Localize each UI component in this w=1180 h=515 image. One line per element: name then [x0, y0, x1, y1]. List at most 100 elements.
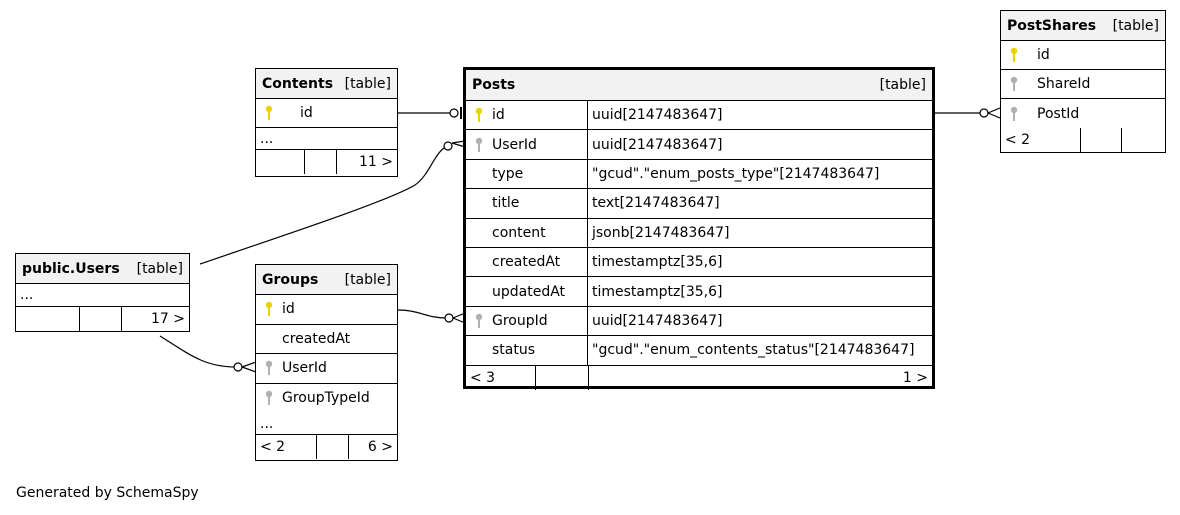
column-type: "gcud"."enum_posts_type"[2147483647] [592, 165, 880, 182]
table-users[interactable]: public.Users [table] ... 17 > [15, 253, 190, 332]
table-name: Posts [472, 77, 516, 93]
column-type: text[2147483647] [592, 195, 720, 212]
column-row[interactable]: type "gcud"."enum_posts_type"[2147483647] [466, 159, 932, 190]
footer-right: 17 > [151, 311, 185, 327]
primary-key-icon [256, 301, 282, 317]
column-name-cell: type [466, 159, 588, 189]
table-kind: [table] [1112, 17, 1159, 34]
ellipsis-row: ... [256, 413, 397, 435]
table-kind: [table] [136, 260, 183, 277]
table-contents[interactable]: Contents [table] id ... 11 > [255, 68, 398, 177]
foreign-key-icon [256, 360, 282, 376]
edge-posts-postshares-crow [987, 107, 1001, 119]
edge-groups-posts-circle [444, 313, 454, 323]
ellipsis: ... [260, 130, 274, 147]
column-name-cell: status [466, 336, 588, 365]
table-header: Contents [table] [256, 69, 397, 99]
column-name: GroupTypeId [282, 390, 370, 407]
table-header: PostShares [table] [1001, 11, 1165, 41]
table-footer: 17 > [16, 307, 189, 331]
footer-left: < 2 [256, 435, 317, 459]
column-row[interactable]: id uuid[2147483647] [466, 101, 932, 131]
footer-mid [80, 307, 122, 331]
column-name: title [492, 195, 520, 212]
table-name: Contents [262, 75, 334, 92]
column-name: updatedAt [492, 283, 566, 300]
column-row[interactable]: id [256, 99, 397, 128]
column-name: ShareId [1037, 76, 1091, 92]
edge-users-groups [159, 335, 237, 368]
ellipsis-row: ... [16, 284, 189, 307]
column-row[interactable]: createdAt [256, 325, 397, 354]
column-name-cell: GroupId [466, 306, 588, 336]
column-type: timestamptz[35,6] [592, 254, 723, 271]
column-name: createdAt [282, 330, 351, 347]
column-type: "gcud"."enum_contents_status"[2147483647… [592, 342, 915, 359]
column-row[interactable]: UserId [256, 354, 397, 384]
column-type: uuid[2147483647] [592, 107, 723, 124]
column-name-cell: createdAt [466, 247, 588, 277]
footer-left [16, 307, 80, 331]
table-footer: < 3 1 > [466, 365, 932, 390]
edge-users-posts [199, 145, 449, 265]
column-name: id [1037, 47, 1050, 63]
column-name: UserId [282, 360, 327, 377]
table-kind: [table] [344, 75, 391, 92]
footer-right: 6 > [367, 439, 393, 455]
column-name: content [492, 224, 546, 241]
footer-mid [305, 150, 337, 174]
column-name: id [300, 105, 313, 121]
column-name: PostId [1037, 105, 1080, 122]
ellipsis: ... [260, 415, 274, 432]
column-row[interactable]: GroupTypeId [256, 384, 397, 414]
footer-right: 1 > [902, 369, 928, 386]
column-row[interactable]: UserId uuid[2147483647] [466, 130, 932, 160]
column-type: uuid[2147483647] [592, 312, 723, 329]
footer-right [1122, 128, 1165, 152]
table-kind: [table] [879, 77, 926, 93]
column-row[interactable]: id [1001, 41, 1165, 70]
column-type: timestamptz[35,6] [592, 283, 723, 300]
ellipsis: ... [20, 287, 34, 303]
edge-users-groups-circle [233, 362, 243, 372]
foreign-key-icon [1001, 76, 1027, 92]
column-type: jsonb[2147483647] [592, 224, 730, 241]
edge-users-groups-crow [241, 361, 257, 373]
column-name: createdAt [492, 254, 561, 271]
column-row[interactable]: ShareId [1001, 70, 1165, 99]
column-row[interactable]: GroupId uuid[2147483647] [466, 306, 932, 337]
footer-mid [536, 365, 589, 390]
column-row[interactable]: PostId [1001, 99, 1165, 128]
table-header: public.Users [table] [16, 254, 189, 284]
column-name: status [492, 342, 536, 359]
column-name: type [492, 165, 524, 182]
table-header: Posts [table] [466, 70, 932, 101]
table-posts[interactable]: Posts [table] id uuid[2147483647] UserId uu… [463, 67, 935, 390]
column-row[interactable]: title text[2147483647] [466, 189, 932, 219]
column-row[interactable]: status "gcud"."enum_contents_status"[2147… [466, 336, 932, 366]
column-name: id [492, 107, 505, 124]
table-header: Groups [table] [256, 265, 397, 295]
column-row[interactable]: id [256, 295, 397, 325]
table-name: public.Users [22, 260, 120, 277]
footer-left [256, 150, 305, 174]
column-row[interactable]: updatedAt timestamptz[35,6] [466, 277, 932, 307]
column-row[interactable]: content jsonb[2147483647] [466, 218, 932, 248]
edge-users-posts-circle [443, 141, 453, 151]
foreign-key-icon [1001, 106, 1027, 122]
column-type: uuid[2147483647] [592, 136, 723, 153]
column-name-cell: content [466, 218, 588, 247]
foreign-key-icon [466, 137, 492, 153]
foreign-key-icon [466, 313, 492, 329]
primary-key-icon [256, 105, 282, 121]
column-row[interactable]: createdAt timestamptz[35,6] [466, 247, 932, 278]
primary-key-icon [466, 107, 492, 123]
column-name: UserId [492, 136, 537, 153]
edge-contents-posts-circle [449, 108, 459, 118]
column-name: GroupId [492, 312, 548, 329]
generated-by-label: Generated by SchemaSpy [16, 485, 199, 501]
footer-mid [317, 435, 349, 459]
edge-users-posts-crow [451, 140, 466, 148]
